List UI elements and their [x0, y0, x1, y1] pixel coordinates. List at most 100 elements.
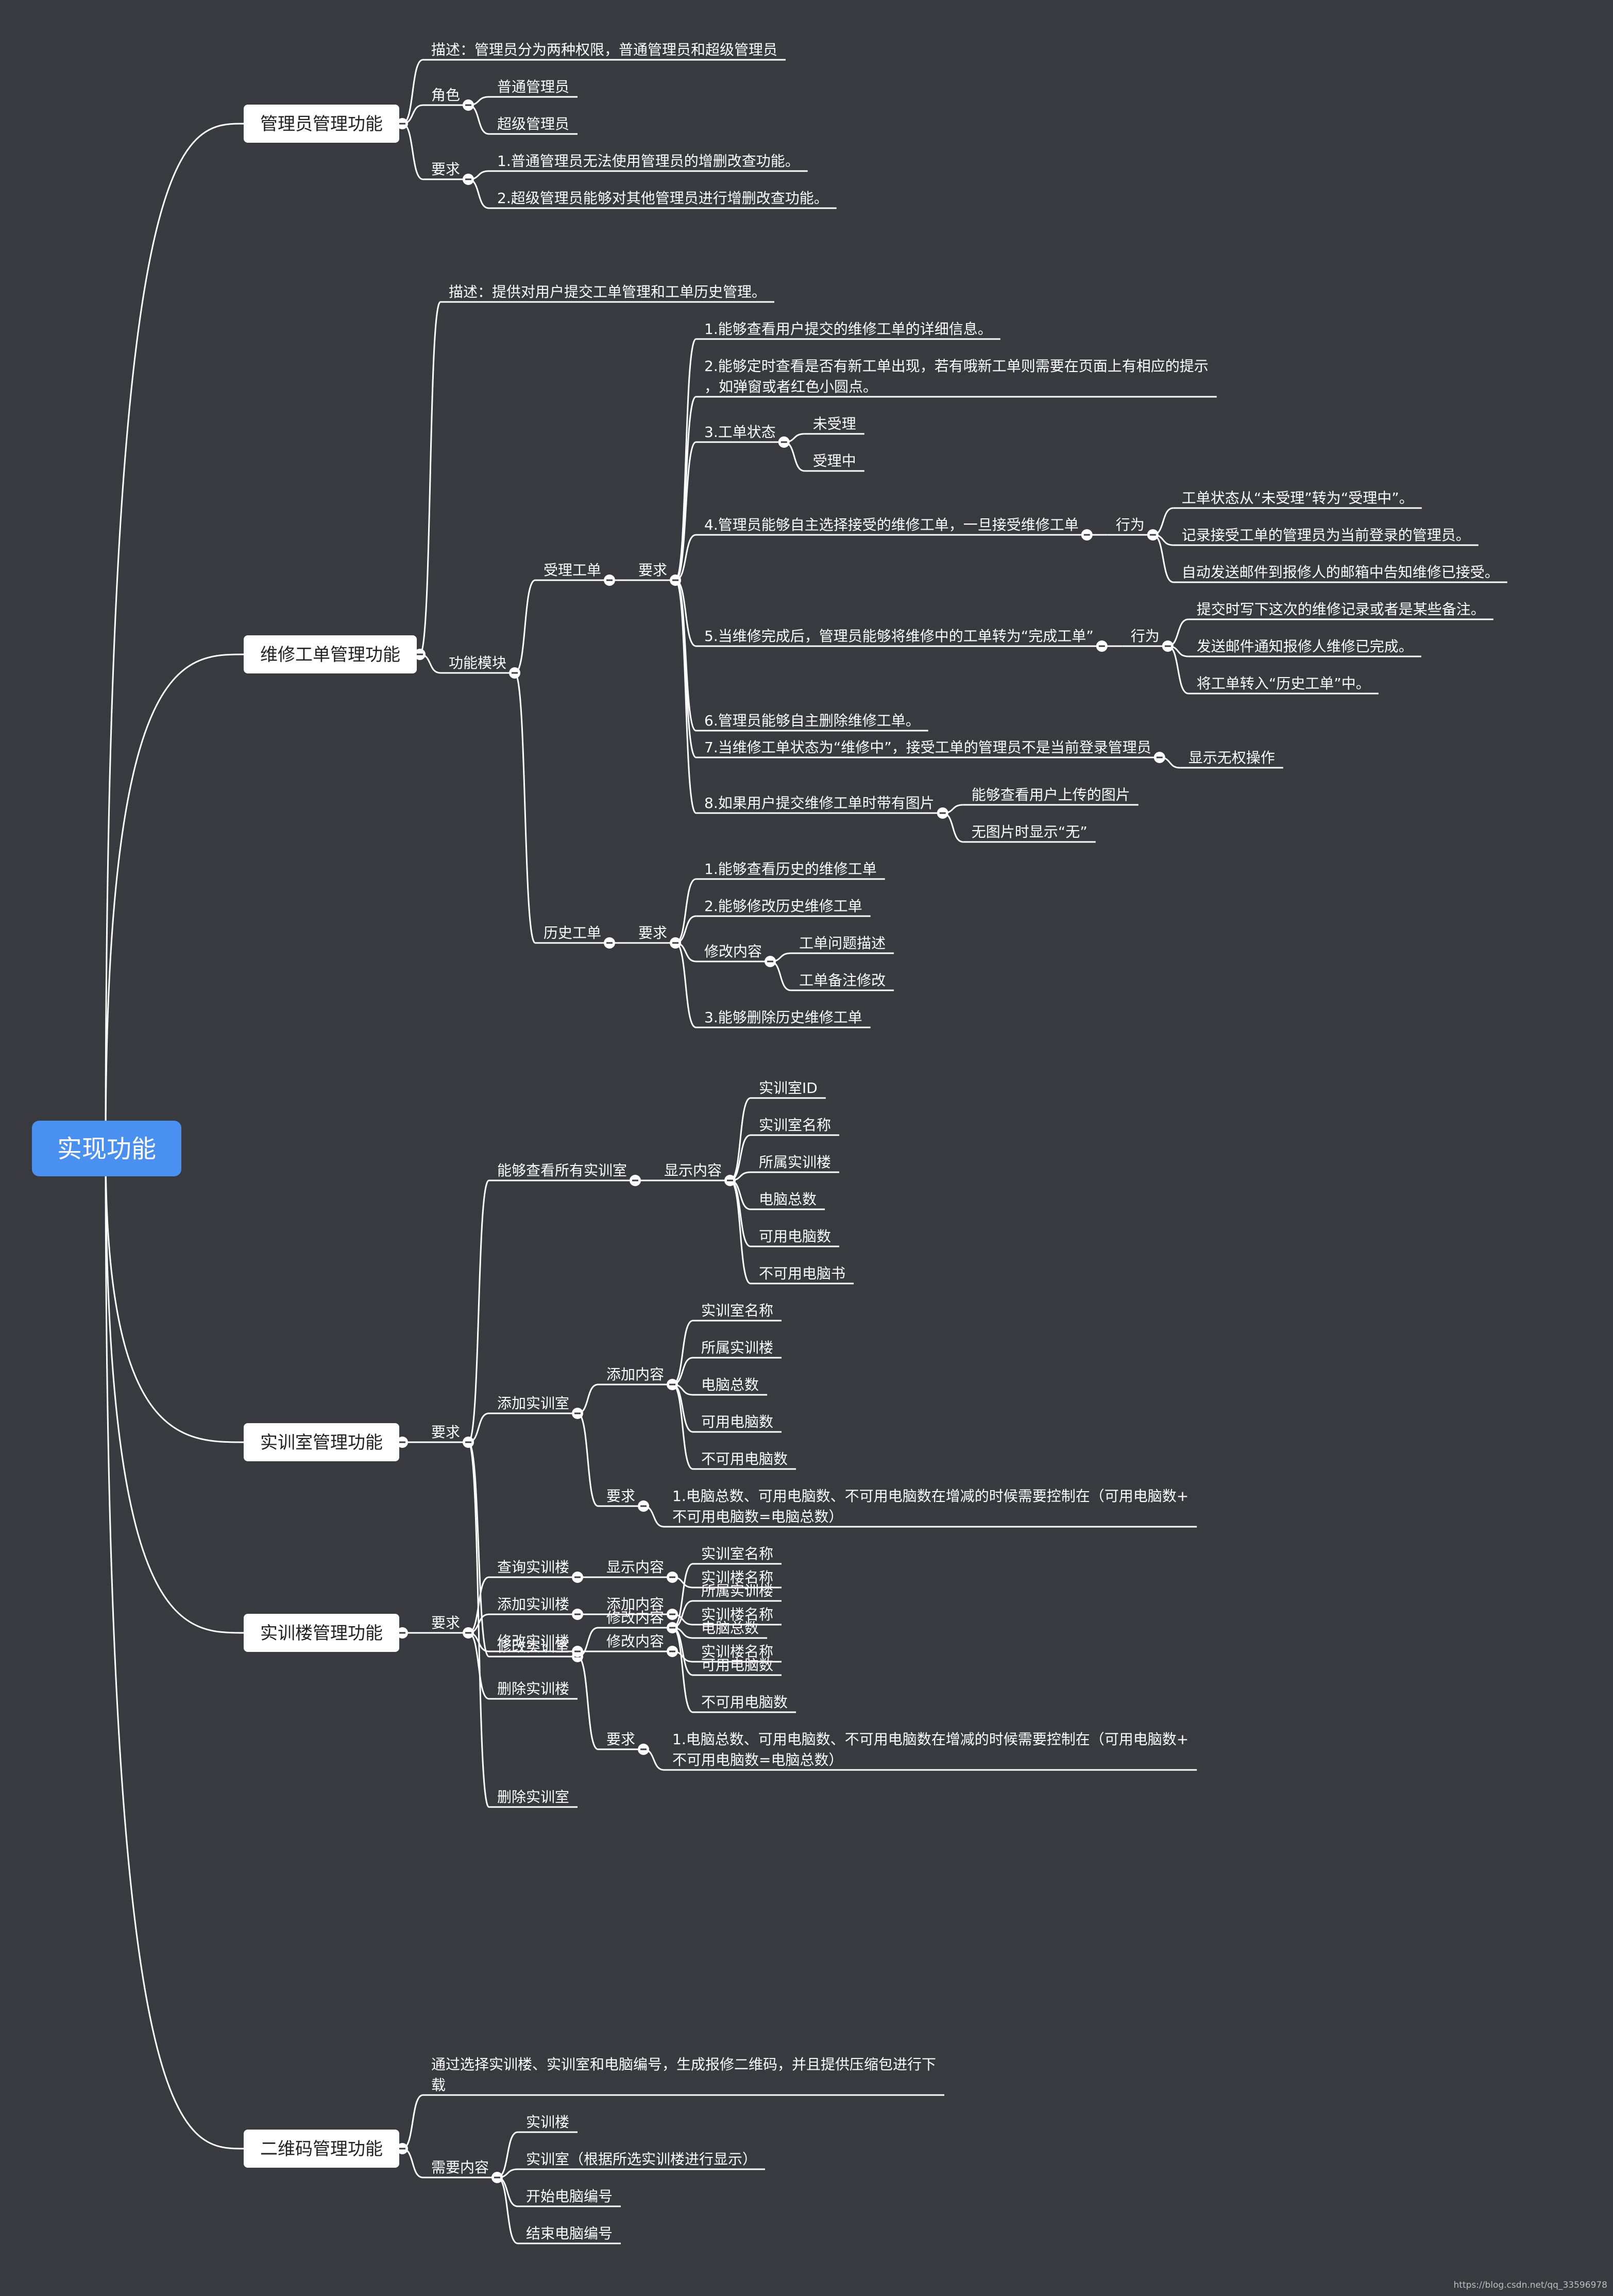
node-2-0-2-0-4: 不可用电脑数 — [701, 1694, 788, 1711]
node-1-1-1-0: 要求 — [638, 924, 667, 941]
collapse-1-1-0-0-6-icon[interactable] — [1153, 752, 1165, 763]
node-2-0-1-0-1: 所属实训楼 — [701, 1339, 773, 1356]
node-2-0-1-0-3: 可用电脑数 — [701, 1413, 773, 1430]
node-1-1-0-0-2-1: 受理中 — [813, 452, 856, 469]
node-2-0-0-0-5: 不可用电脑书 — [759, 1265, 845, 1282]
node-1-0: 描述：提供对用户提交工单管理和工单历史管理。 — [449, 283, 766, 300]
collapse-2-0-2-1-icon[interactable] — [638, 1744, 650, 1755]
node-0-1-1: 超级管理员 — [497, 115, 569, 132]
collapse-3-0-0-0-icon[interactable] — [667, 1572, 678, 1583]
node-1-1-0-0-6: 7.当维修工单状态为“维修中”，接受工单的管理员不是当前登录管理员 — [704, 739, 1151, 756]
node-2-0-2: 修改实训室 — [497, 1638, 569, 1655]
collapse-branch-1-icon[interactable] — [414, 649, 426, 660]
collapse-1-1-1-0-2-icon[interactable] — [765, 956, 776, 967]
node-1-1-0-0-1-line2: ，如弹窗或者红色小圆点。 — [704, 378, 877, 395]
node-0-1: 角色 — [431, 87, 460, 104]
node-1-1-0: 受理工单 — [544, 562, 601, 579]
collapse-1-1-0-0-4-0-icon[interactable] — [1162, 640, 1174, 652]
collapse-2-0-0-0-icon[interactable] — [724, 1175, 736, 1186]
node-1-1-1-0-0: 1.能够查看历史的维修工单 — [704, 860, 877, 877]
node-2-0-2-1-0-line2: 不可用电脑数=电脑总数） — [672, 1751, 843, 1768]
node-1-1-0-0-7: 8.如果用户提交维修工单时带有图片 — [704, 795, 935, 812]
node-4-1-1: 实训室（根据所选实训楼进行显示） — [526, 2151, 757, 2168]
collapse-3-0-1-icon[interactable] — [572, 1609, 584, 1620]
collapse-1-1-0-0-2-icon[interactable] — [778, 436, 790, 448]
node-0-2-1: 2.超级管理员能够对其他管理员进行增删改查功能。 — [497, 190, 828, 207]
collapse-1-1-0-0-icon[interactable] — [670, 575, 682, 586]
node-1-1-0-0-5: 6.管理员能够自主删除维修工单。 — [704, 712, 920, 729]
node-2-0-1-0-2: 电脑总数 — [701, 1376, 759, 1393]
node-2-0-2-1-0: 1.电脑总数、可用电脑数、不可用电脑数在增减的时候需要控制在（可用电脑数+ — [672, 1731, 1188, 1748]
branch-node-2[interactable]: 实训室管理功能 — [244, 1423, 399, 1461]
collapse-4-1-icon[interactable] — [491, 2172, 503, 2183]
root-node[interactable]: 实现功能 — [32, 1121, 181, 1176]
collapse-1-1-0-0-3-0-icon[interactable] — [1147, 529, 1159, 541]
node-2-0-2-0-2: 电脑总数 — [701, 1619, 759, 1636]
collapse-1-1-icon[interactable] — [509, 667, 521, 679]
collapse-1-1-0-0-3-icon[interactable] — [1081, 529, 1093, 541]
node-4-1-2: 开始电脑编号 — [526, 2188, 613, 2205]
branch-label-1: 维修工单管理功能 — [260, 645, 400, 665]
collapse-1-1-1-0-icon[interactable] — [670, 937, 682, 949]
branch-label-0: 管理员管理功能 — [260, 114, 383, 134]
collapse-branch-0-icon[interactable] — [397, 118, 408, 129]
collapse-3-0-1-0-icon[interactable] — [667, 1609, 678, 1620]
collapse-2-0-1-icon[interactable] — [572, 1408, 584, 1419]
branch-node-0[interactable]: 管理员管理功能 — [244, 105, 399, 143]
collapse-1-1-0-0-4-icon[interactable] — [1096, 640, 1108, 652]
node-3-0-2: 修改实训楼 — [497, 1633, 569, 1650]
collapse-2-0-icon[interactable] — [463, 1437, 474, 1448]
node-3-0-3: 删除实训楼 — [497, 1680, 569, 1697]
node-3-0-0-0: 显示内容 — [606, 1559, 664, 1576]
node-1-1-0-0-1: 2.能够定时查看是否有新工单出现，若有哦新工单则需要在页面上有相应的提示 — [704, 358, 1209, 375]
node-0-2: 要求 — [431, 161, 460, 178]
node-4-0-line2: 载 — [431, 2076, 446, 2094]
collapse-3-0-2-0-icon[interactable] — [667, 1646, 678, 1657]
collapse-2-0-2-0-icon[interactable] — [667, 1622, 678, 1633]
node-1-1: 功能模块 — [449, 654, 506, 671]
collapse-1-1-0-icon[interactable] — [604, 575, 616, 586]
node-1-1-0-0-6-0: 显示无权操作 — [1188, 749, 1275, 766]
node-3-0-0: 查询实训楼 — [497, 1559, 569, 1576]
watermark-text: https://blog.csdn.net/qq_33596978 — [1454, 2280, 1607, 2290]
node-4-0: 通过选择实训楼、实训室和电脑编号，生成报修二维码，并且提供压缩包进行下 — [431, 2056, 936, 2073]
node-0-1-0: 普通管理员 — [497, 78, 569, 95]
node-1-1-1-0-1: 2.能够修改历史维修工单 — [704, 898, 862, 915]
branch-node-3[interactable]: 实训楼管理功能 — [244, 1614, 399, 1652]
node-1-1-0-0-3-0-0: 工单状态从“未受理”转为“受理中”。 — [1182, 489, 1414, 507]
node-0-0: 描述：管理员分为两种权限，普通管理员和超级管理员 — [431, 41, 777, 58]
collapse-branch-4-icon[interactable] — [397, 2143, 408, 2154]
node-2-0-0-0-4: 可用电脑数 — [759, 1228, 831, 1245]
collapse-3-0-2-icon[interactable] — [572, 1646, 584, 1657]
collapse-branch-2-icon[interactable] — [397, 1437, 408, 1448]
node-3-0-1-0: 添加内容 — [606, 1596, 664, 1613]
collapse-1-1-0-0-7-icon[interactable] — [937, 807, 948, 819]
collapse-0-2-icon[interactable] — [463, 174, 474, 185]
collapse-0-1-icon[interactable] — [463, 99, 474, 111]
node-2-0-0: 能够查看所有实训室 — [497, 1162, 627, 1179]
node-1-1-0-0-4-0-2: 将工单转入“历史工单”中。 — [1197, 675, 1370, 692]
node-2-0: 要求 — [431, 1424, 460, 1441]
node-1-1-0-0-2: 3.工单状态 — [704, 424, 776, 441]
node-2-0-0-0-2: 所属实训楼 — [759, 1154, 831, 1171]
node-4-1-3: 结束电脑编号 — [526, 2225, 613, 2242]
collapse-2-0-1-0-icon[interactable] — [667, 1379, 678, 1390]
node-2-0-2-0-1: 所属实训楼 — [701, 1582, 773, 1599]
branch-node-1[interactable]: 维修工单管理功能 — [244, 635, 417, 673]
node-2-0-1-0-4: 不可用电脑数 — [701, 1450, 788, 1467]
node-2-0-1: 添加实训室 — [497, 1395, 569, 1412]
collapse-3-0-icon[interactable] — [463, 1627, 474, 1639]
node-2-0-2-0-0: 实训室名称 — [701, 1545, 773, 1562]
collapse-1-1-1-icon[interactable] — [604, 937, 616, 949]
node-1-1-0-0: 要求 — [638, 562, 667, 579]
collapse-2-0-1-1-icon[interactable] — [638, 1500, 650, 1512]
collapse-2-0-0-icon[interactable] — [630, 1175, 641, 1186]
branch-node-4[interactable]: 二维码管理功能 — [244, 2130, 399, 2168]
collapse-3-0-0-icon[interactable] — [572, 1572, 584, 1583]
node-1-1-0-0-3-0-1: 记录接受工单的管理员为当前登录的管理员。 — [1182, 527, 1470, 544]
node-2-0-1-1: 要求 — [606, 1488, 635, 1505]
node-1-1-0-0-7-0: 能够查看用户上传的图片 — [972, 786, 1130, 803]
node-1-1-0-0-4: 5.当维修完成后，管理员能够将维修中的工单转为“完成工单” — [704, 628, 1094, 645]
branch-label-2: 实训室管理功能 — [260, 1432, 383, 1453]
collapse-branch-3-icon[interactable] — [397, 1627, 408, 1639]
